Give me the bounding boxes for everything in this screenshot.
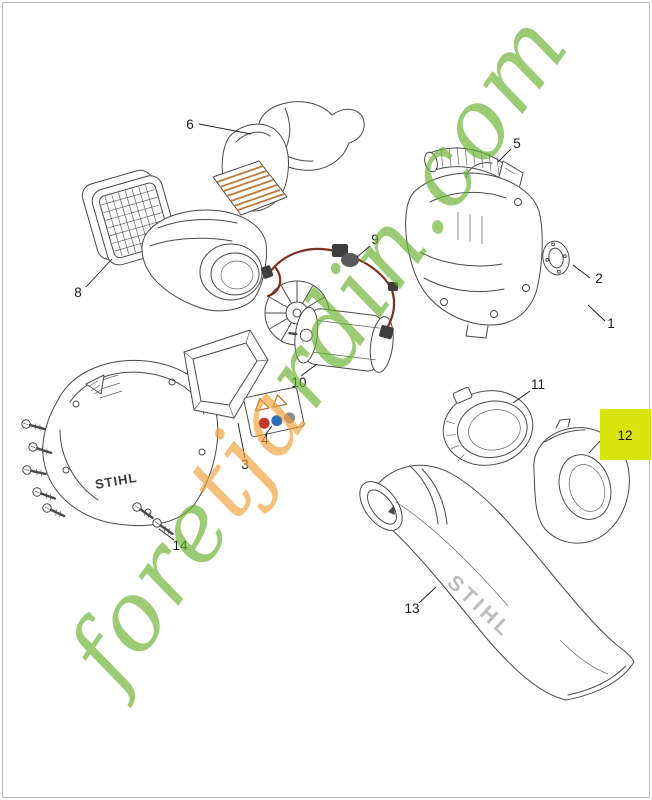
callout-13[interactable]: 13	[404, 601, 419, 616]
highlight-box-part-12[interactable]	[600, 409, 651, 460]
callout-10[interactable]: 10	[291, 375, 306, 390]
leader-line-5	[497, 148, 512, 163]
callout-9[interactable]: 9	[371, 232, 379, 247]
callouts: 1 2 3 4 5 6 8 9 10 11 12 13 14	[74, 117, 632, 616]
wiring-harness-drawing	[260, 244, 398, 340]
callout-5[interactable]: 5	[513, 136, 521, 151]
motor-housing-drawing	[405, 162, 543, 339]
leader-line-10	[300, 363, 318, 377]
leader-line-6	[198, 123, 252, 135]
callout-11[interactable]: 11	[531, 377, 545, 392]
nozzle-ring-drawing	[442, 386, 534, 466]
screws-drawing	[21, 419, 174, 536]
leader-line-3	[237, 422, 246, 459]
leader-line-9	[356, 245, 371, 258]
leader-line-2	[572, 264, 591, 279]
left-housing-shell-drawing: STIHL	[42, 359, 219, 527]
filter-cover-drawing	[212, 101, 365, 216]
leader-line-8	[85, 258, 113, 288]
leader-line-13	[418, 586, 437, 604]
safety-label-drawing	[243, 386, 305, 438]
callout-12[interactable]: 12	[617, 428, 632, 443]
callout-6[interactable]: 6	[186, 117, 194, 132]
callout-2[interactable]: 2	[595, 271, 603, 286]
watermark-text: foretjardin.com	[43, 0, 591, 710]
callout-8[interactable]: 8	[74, 285, 82, 300]
callout-4[interactable]: 4	[261, 432, 269, 447]
end-cap-drawing	[542, 240, 570, 276]
stihl-logo-shell: STIHL	[94, 470, 139, 492]
leader-line-11	[512, 390, 531, 404]
leader-line-4	[265, 425, 273, 435]
air-duct-drawing	[141, 209, 267, 312]
callout-14[interactable]: 14	[172, 538, 188, 553]
leader-line-1	[587, 304, 606, 322]
leader-line-14	[158, 528, 175, 541]
intake-cover-drawing	[183, 329, 269, 419]
callout-1[interactable]: 1	[607, 316, 615, 331]
leader-line-12	[588, 440, 601, 454]
callout-3[interactable]: 3	[241, 457, 249, 472]
